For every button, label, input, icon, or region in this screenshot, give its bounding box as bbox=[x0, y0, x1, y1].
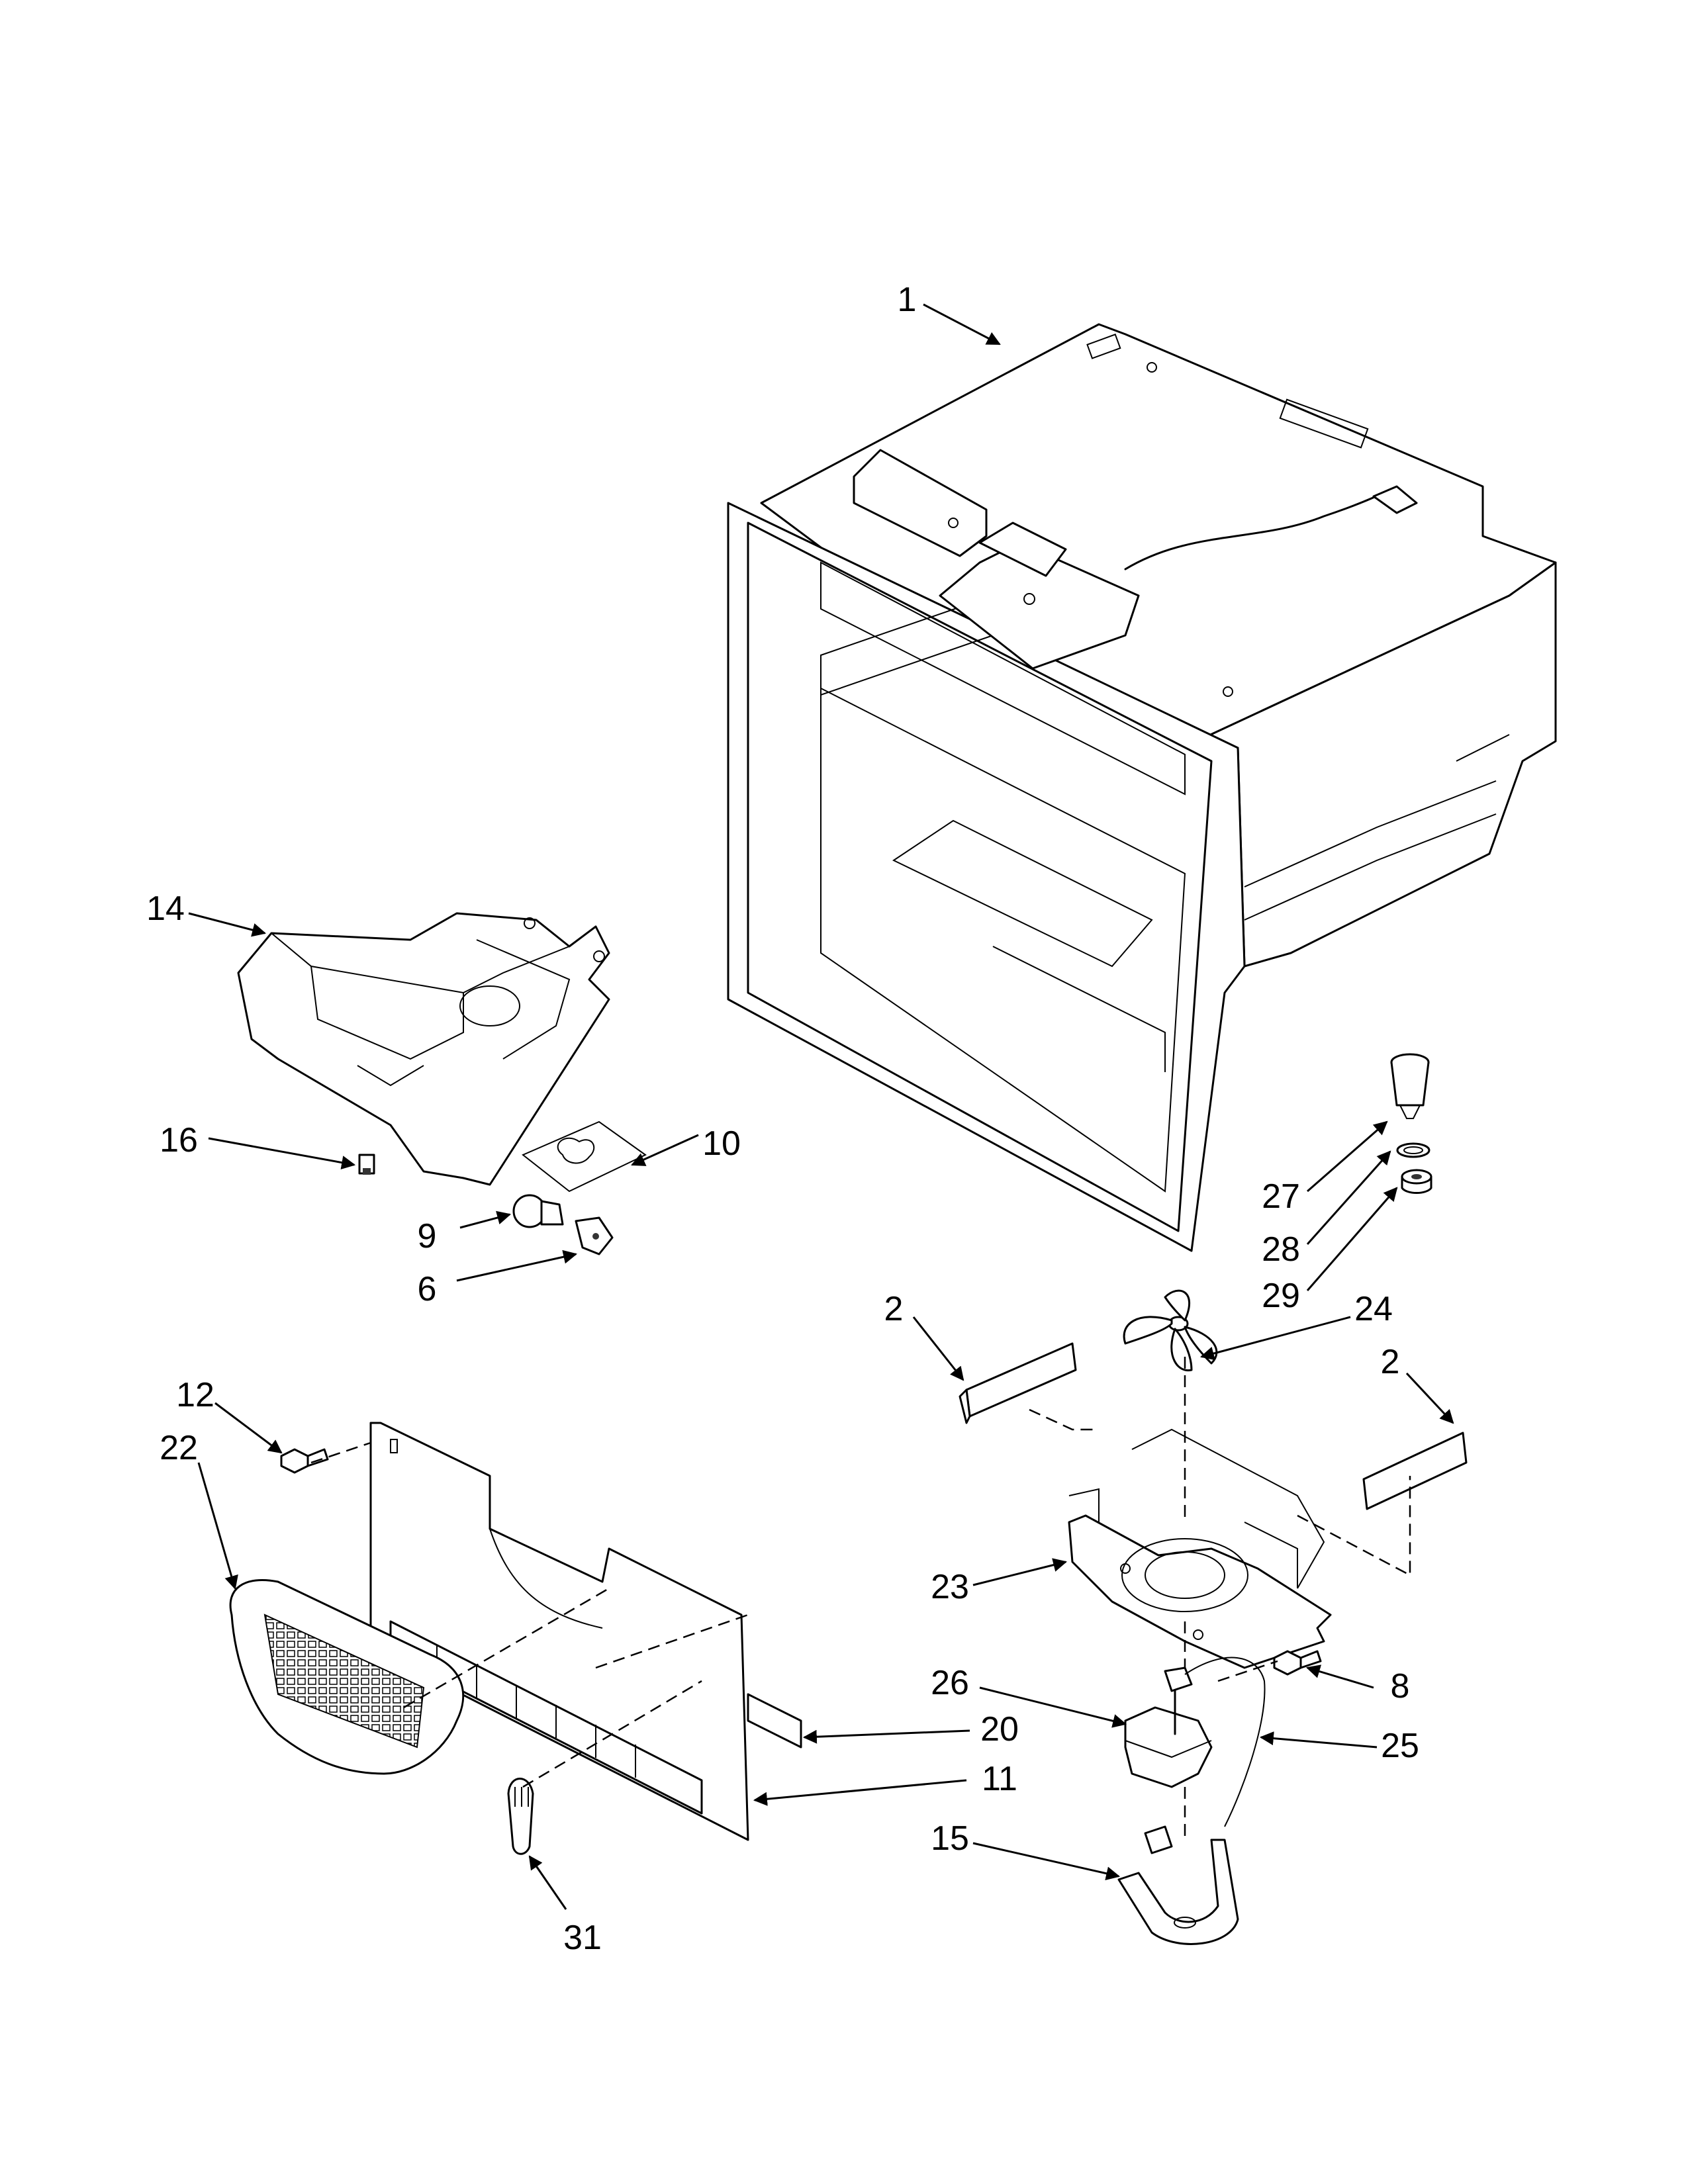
callout-8: 8 bbox=[1391, 1667, 1410, 1706]
callout-2-left: 2 bbox=[884, 1290, 904, 1328]
light-socket-part bbox=[575, 1216, 614, 1255]
duct-cover-part bbox=[237, 912, 610, 1186]
callout-26: 26 bbox=[931, 1664, 969, 1702]
grille-part bbox=[229, 1578, 465, 1775]
screw-part-8 bbox=[1273, 1650, 1322, 1676]
callout-20: 20 bbox=[980, 1710, 1019, 1749]
callout-22: 22 bbox=[160, 1429, 198, 1467]
foam-block-right-part bbox=[1362, 1432, 1468, 1510]
thermistor-part bbox=[507, 1778, 534, 1855]
callout-2-right: 2 bbox=[1381, 1343, 1400, 1381]
callout-29: 29 bbox=[1262, 1277, 1300, 1315]
damper-knob-part bbox=[1390, 1053, 1432, 1194]
freezer-liner-part bbox=[727, 323, 1557, 1252]
foam-strip-part bbox=[747, 1693, 802, 1749]
callout-leaders bbox=[188, 303, 1454, 1910]
callout-31: 31 bbox=[563, 1919, 602, 1957]
callout-11: 11 bbox=[982, 1760, 1017, 1798]
assembly-guides bbox=[310, 1357, 1411, 1840]
fan-shroud-part bbox=[1068, 1428, 1332, 1669]
callout-1: 1 bbox=[898, 281, 917, 319]
callout-labels: 1 14 16 10 9 6 27 28 29 2 24 2 12 22 23 … bbox=[146, 281, 1419, 1957]
motor-bracket-part bbox=[1117, 1825, 1239, 1945]
callout-27: 27 bbox=[1262, 1177, 1300, 1216]
foam-block-left-part bbox=[959, 1342, 1077, 1424]
insulation-part bbox=[522, 1120, 647, 1193]
fan-blade-part bbox=[1123, 1289, 1218, 1372]
callout-14: 14 bbox=[146, 889, 185, 928]
callout-6: 6 bbox=[418, 1270, 437, 1308]
callout-10: 10 bbox=[702, 1124, 741, 1163]
callout-9: 9 bbox=[418, 1217, 437, 1255]
callout-15: 15 bbox=[931, 1819, 969, 1858]
screw-part-12 bbox=[280, 1448, 329, 1474]
callout-12: 12 bbox=[176, 1376, 214, 1414]
callout-23: 23 bbox=[931, 1568, 969, 1606]
callout-16: 16 bbox=[160, 1121, 198, 1160]
callout-24: 24 bbox=[1354, 1290, 1393, 1328]
clip-part bbox=[358, 1154, 375, 1175]
rear-panel-part bbox=[369, 1422, 749, 1841]
fan-motor-part bbox=[1124, 1657, 1266, 1827]
callout-25: 25 bbox=[1381, 1727, 1419, 1765]
callout-28: 28 bbox=[1262, 1230, 1300, 1269]
light-bulb-part bbox=[512, 1194, 564, 1228]
